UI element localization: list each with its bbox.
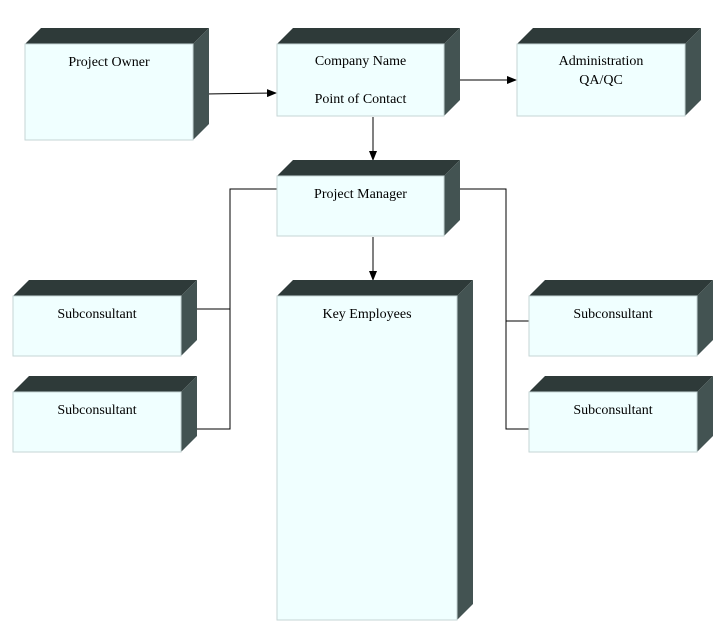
project-manager-box-label-1: Project Manager bbox=[314, 187, 407, 202]
subconsultant-right-1-box-top-face bbox=[529, 280, 713, 296]
subconsultant-right-1-box-front-face bbox=[528, 295, 698, 357]
administration-box-top-face bbox=[517, 28, 701, 44]
project-owner-box-side-face bbox=[193, 28, 209, 140]
key-employees-box-top-face bbox=[277, 280, 473, 296]
project-manager-box-top-face bbox=[277, 160, 460, 176]
administration-box-label-2: QA/QC bbox=[579, 73, 623, 88]
subconsultant-left-1-box: Subconsultant bbox=[12, 280, 197, 357]
company-box-top-face bbox=[277, 28, 460, 44]
project-manager-box: Project Manager bbox=[276, 160, 460, 237]
subconsultant-left-2-box-front-face bbox=[12, 391, 182, 453]
administration-box-front-face bbox=[516, 43, 686, 117]
project-owner-box-front-face bbox=[24, 43, 194, 141]
subconsultant-left-2-box-label-1: Subconsultant bbox=[57, 403, 136, 418]
subconsultant-right-2-box-top-face bbox=[529, 376, 713, 392]
subconsultant-left-1-box-side-face bbox=[181, 280, 197, 356]
subconsultant-right-2-box-front-face bbox=[528, 391, 698, 453]
project-owner-box-label-1: Project Owner bbox=[68, 55, 150, 70]
subconsultant-left-1-box-top-face bbox=[13, 280, 197, 296]
connectors bbox=[195, 76, 529, 430]
company-box-label-2: Point of Contact bbox=[315, 92, 407, 107]
key-employees-box-side-face bbox=[457, 280, 473, 620]
subconsultant-right-2-box-side-face bbox=[697, 376, 713, 452]
key-employees-box: Key Employees bbox=[276, 280, 473, 621]
key-employees-box-front-face bbox=[276, 295, 458, 621]
company-box-side-face bbox=[444, 28, 460, 116]
subconsultant-right-1-box-label-1: Subconsultant bbox=[573, 307, 652, 322]
project-manager-box-front-face bbox=[276, 175, 445, 237]
administration-box-side-face bbox=[685, 28, 701, 116]
subconsultant-left-1-box-front-face bbox=[12, 295, 182, 357]
subconsultant-right-2-box: Subconsultant bbox=[528, 376, 713, 453]
subconsultant-right-1-box: Subconsultant bbox=[528, 280, 713, 357]
subconsultant-left-2-box-top-face bbox=[13, 376, 197, 392]
subconsultant-left-1-box-label-1: Subconsultant bbox=[57, 307, 136, 322]
subconsultant-right-2-box-label-1: Subconsultant bbox=[573, 403, 652, 418]
administration-box-label-1: Administration bbox=[559, 54, 644, 69]
owner-to-company-arrow bbox=[204, 89, 277, 98]
project-owner-box: Project Owner bbox=[24, 28, 209, 141]
company-box-front-face bbox=[276, 43, 445, 117]
subconsultant-left-2-box-side-face bbox=[181, 376, 197, 452]
key-employees-box-label-1: Key Employees bbox=[322, 307, 411, 322]
project-manager-box-side-face bbox=[444, 160, 460, 236]
project-owner-box-top-face bbox=[25, 28, 209, 44]
subconsultant-left-2-box: Subconsultant bbox=[12, 376, 197, 453]
pm-to-right-subconsultants-connector bbox=[459, 188, 529, 430]
company-box-label-1: Company Name bbox=[315, 54, 406, 69]
subconsultant-right-1-box-side-face bbox=[697, 280, 713, 356]
